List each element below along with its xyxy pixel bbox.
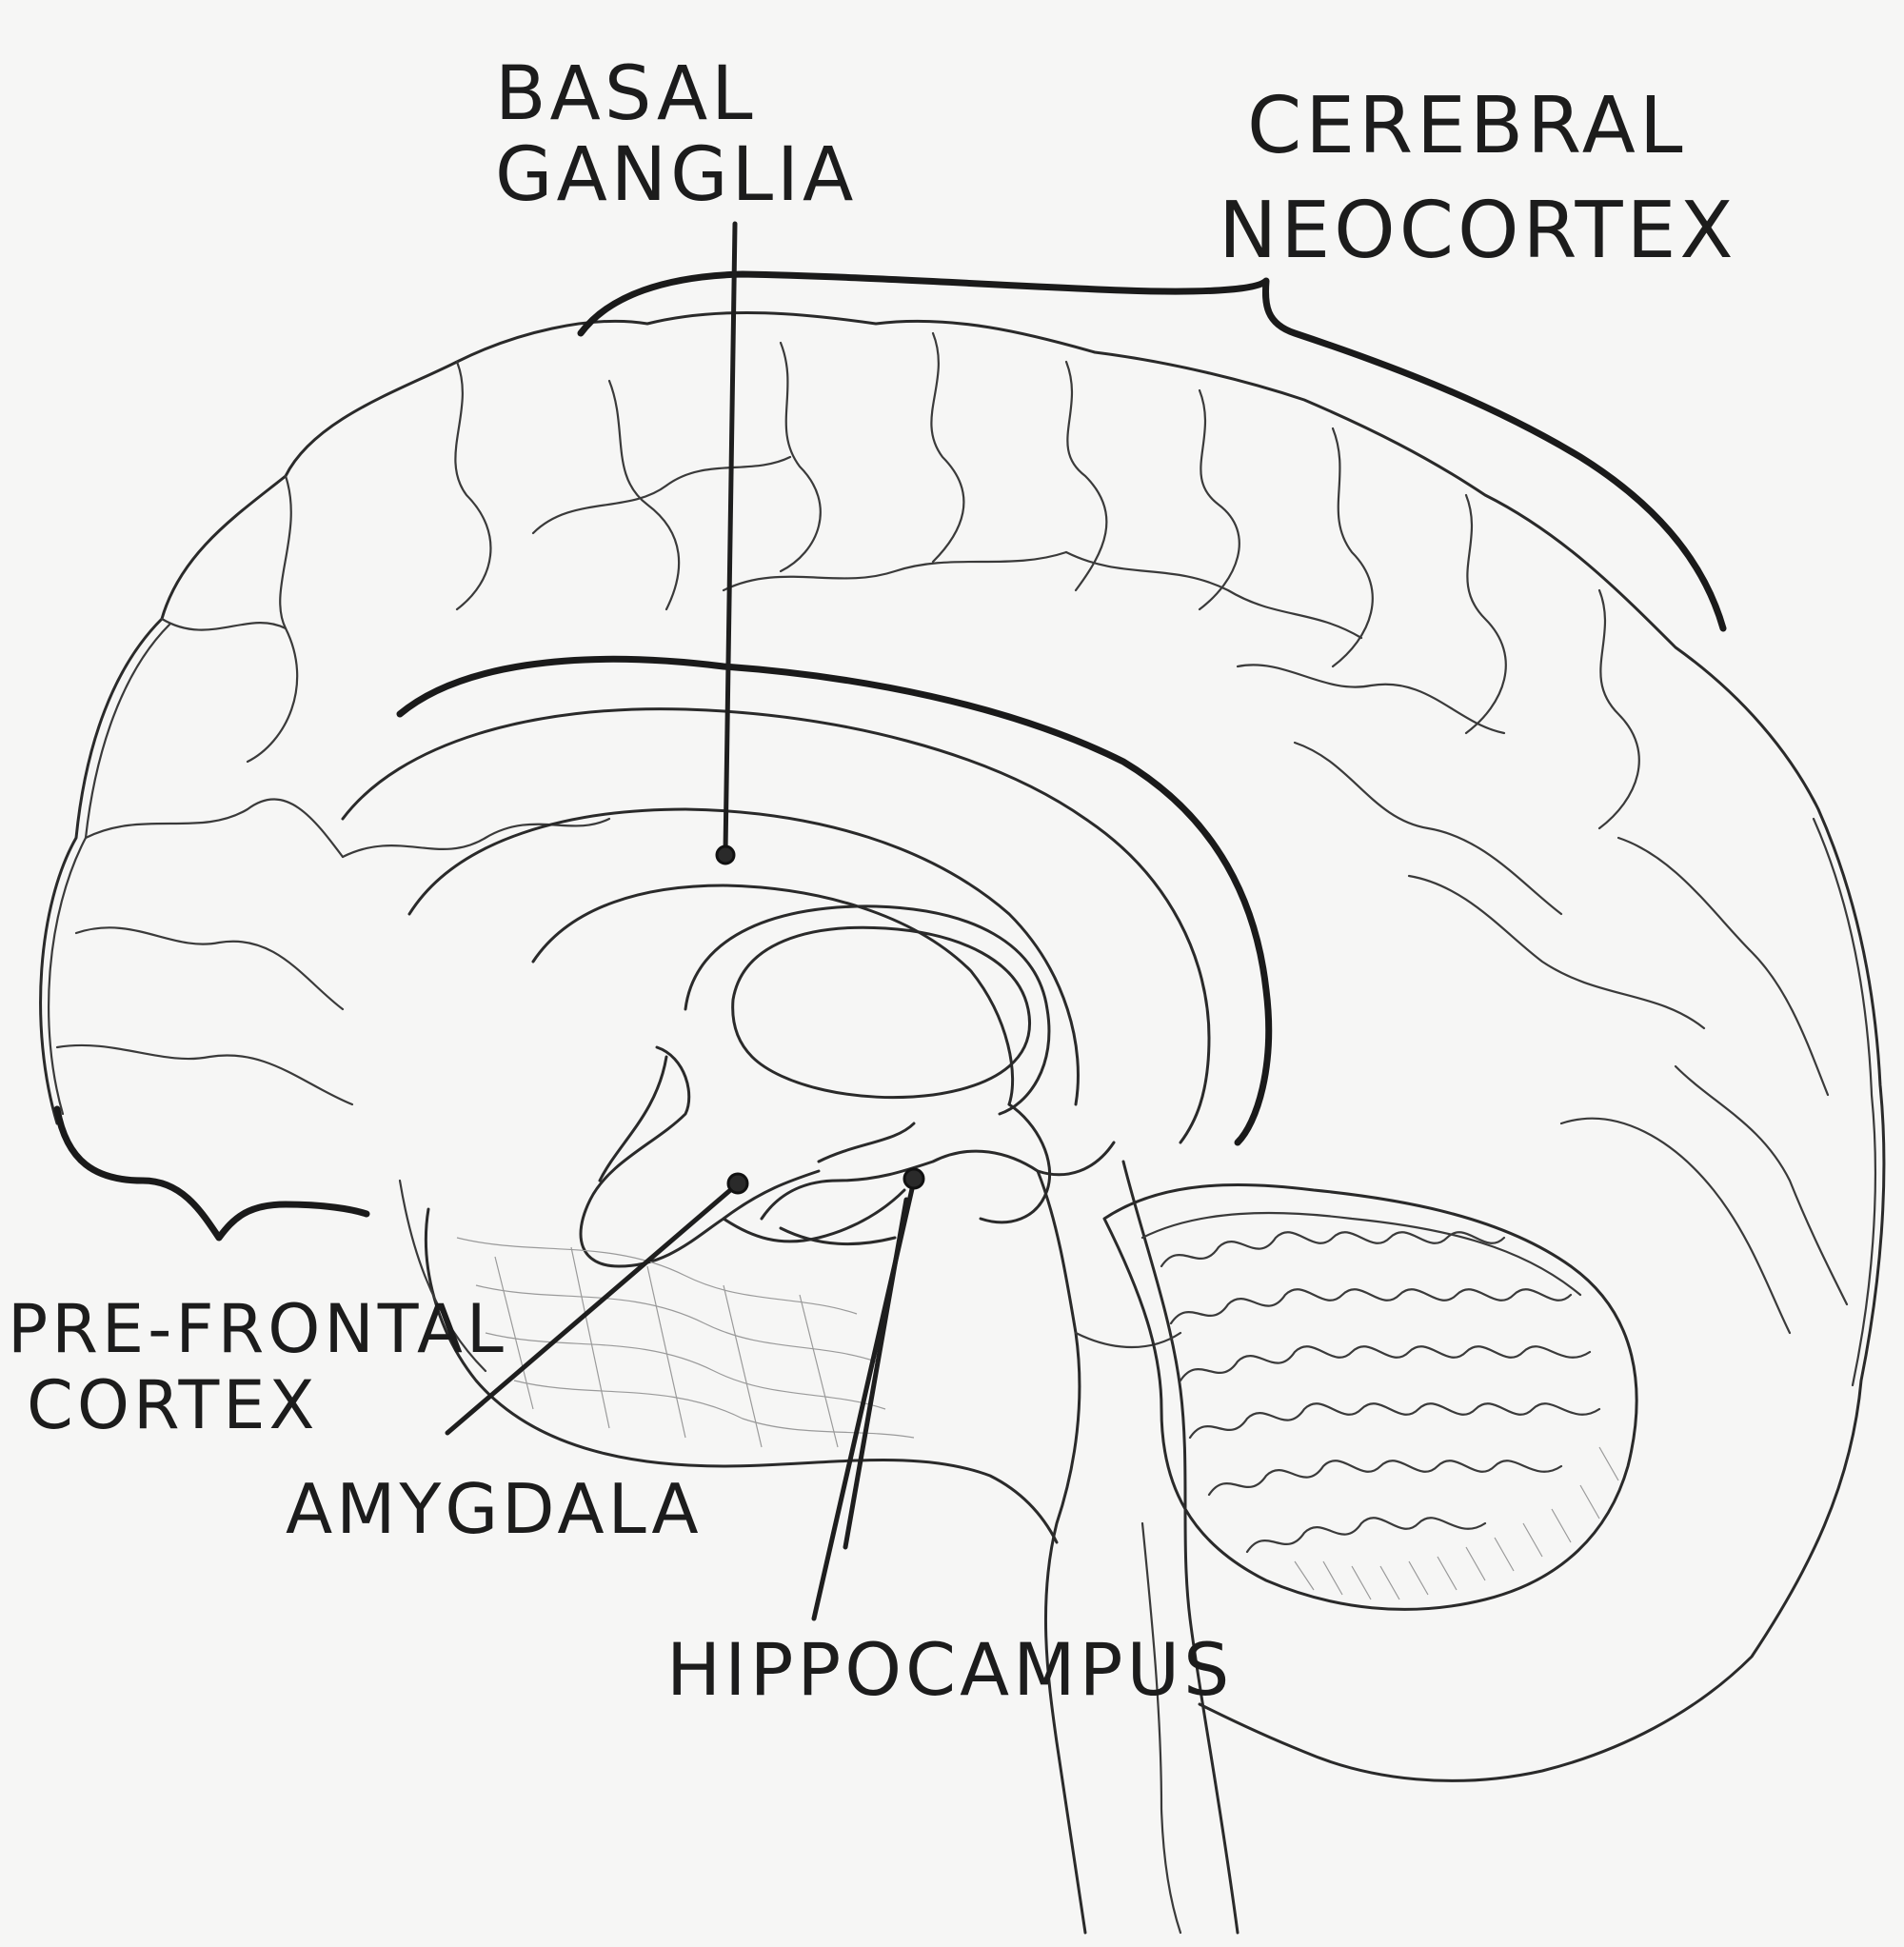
- label-basal-ganglia-line1: BASAL: [495, 51, 757, 137]
- amygdala-dot: [726, 1172, 749, 1195]
- hippocampus-dot: [902, 1167, 925, 1190]
- label-basal-ganglia-line2: GANGLIA: [495, 132, 857, 218]
- cortex-folds: [55, 331, 1849, 1335]
- cerebellum: [1102, 1182, 1638, 1611]
- corpus-callosum: [341, 655, 1273, 1146]
- prefrontal-bracket: [53, 1105, 370, 1242]
- label-amygdala: AMYGDALA: [286, 1469, 703, 1549]
- amygdala-leader: [445, 1182, 739, 1436]
- cerebellum-shading: [1294, 1446, 1619, 1600]
- neocortex-bracket: [577, 270, 1727, 632]
- label-cerebral-neocortex-line2: NEOCORTEX: [1219, 186, 1737, 276]
- label-hippocampus: HIPPOCAMPUS: [666, 1627, 1233, 1712]
- labels: BASAL GANGLIA CEREBRAL NEOCORTEX PRE-FRO…: [8, 51, 1737, 1712]
- basal-ganglia-leader: [723, 221, 738, 855]
- leader-lines: [445, 221, 925, 1621]
- label-prefrontal-line1: PRE-FRONTAL: [8, 1290, 507, 1368]
- label-prefrontal-line2: CORTEX: [27, 1366, 318, 1444]
- label-cerebral-neocortex-line1: CEREBRAL: [1247, 81, 1687, 171]
- brain-outline: [39, 310, 1886, 1782]
- limbic-structures: [579, 1045, 1116, 1268]
- brainstem: [1036, 1160, 1240, 1935]
- temporal-shading: [456, 1237, 915, 1448]
- temporal-lobe: [398, 1179, 1059, 1544]
- hippocampus-leader-2: [843, 1197, 909, 1550]
- basal-ganglia-dot: [715, 844, 736, 865]
